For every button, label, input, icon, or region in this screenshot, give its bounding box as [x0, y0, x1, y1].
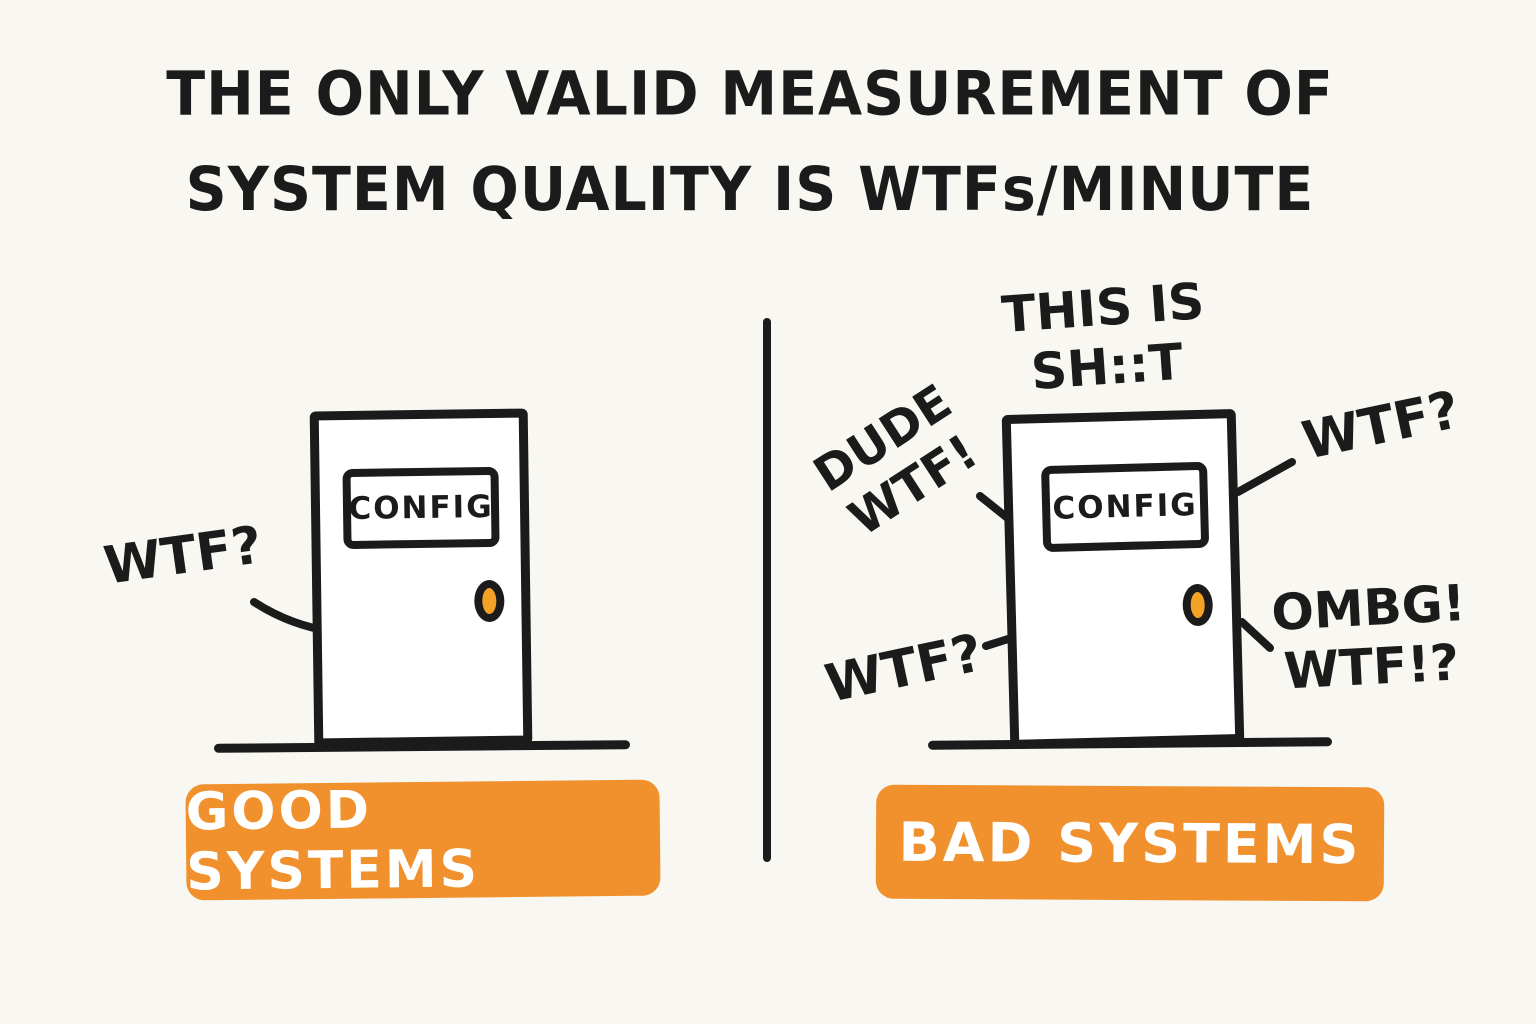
good-systems-badge: GOOD SYSTEMS [185, 779, 661, 902]
bad-lower-right-pointer-line [1238, 618, 1274, 652]
bad-callout-lower-right-line-2: WTF!? [1282, 633, 1461, 701]
panel-divider [763, 318, 771, 862]
bad-door: CONFIG [1001, 408, 1245, 750]
good-door: CONFIG [309, 408, 533, 748]
good-door-sign: CONFIG [342, 466, 500, 550]
bad-callout-lower-right: OMBG! WTF!? [1270, 574, 1470, 702]
good-door-handle [474, 579, 505, 623]
title-line-2: SYSTEM QUALITY IS WTFs/MINUTE [185, 154, 1315, 225]
title-line-1: THE ONLY VALID MEASUREMENT OF [166, 59, 1334, 130]
bad-callout-top: THIS IS SH::T [1000, 272, 1210, 404]
comic-title: THE ONLY VALID MEASUREMENT OF SYSTEM QUA… [0, 47, 1500, 238]
bad-door-sign: CONFIG [1041, 461, 1210, 553]
bad-systems-badge: BAD SYSTEMS [875, 784, 1385, 902]
bad-callout-lower-right-line-1: OMBG! [1269, 573, 1467, 643]
bad-upper-right-pointer-line [1234, 458, 1296, 496]
bad-door-handle [1182, 583, 1214, 627]
